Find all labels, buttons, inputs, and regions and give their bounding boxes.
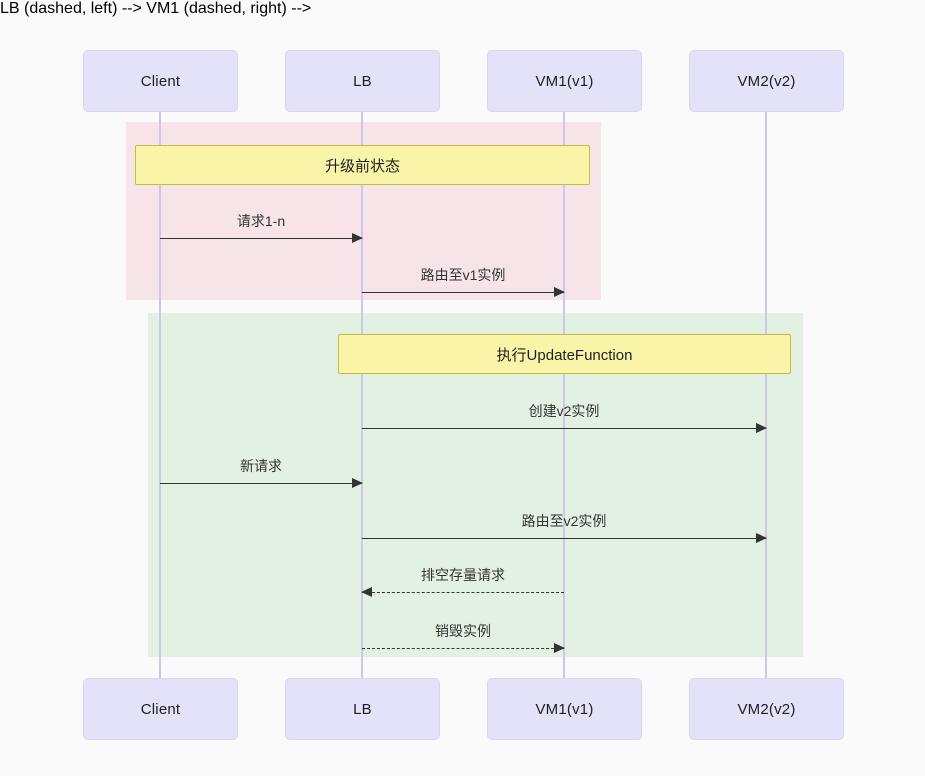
- participant-vm1-bottom[interactable]: VM1(v1): [487, 678, 642, 740]
- participant-lb-top[interactable]: LB: [285, 50, 440, 112]
- arrowhead-right-icon: [554, 643, 565, 653]
- note-before-upgrade: 升级前状态: [135, 145, 590, 185]
- participant-vm2-bottom[interactable]: VM2(v2): [689, 678, 844, 740]
- arrowhead-right-icon: [352, 478, 363, 488]
- arrowhead-right-icon: [352, 233, 363, 243]
- participant-label: LB: [353, 700, 372, 718]
- participant-label: Client: [140, 72, 181, 90]
- lifeline-vm1: [563, 112, 565, 678]
- message-line: [160, 483, 362, 484]
- participant-client-bottom[interactable]: Client: [83, 678, 238, 740]
- message-label: 路由至v1实例: [420, 267, 506, 283]
- lifeline-vm2: [765, 112, 767, 678]
- participant-label: VM2(v2): [737, 700, 796, 718]
- arrowhead-right-icon: [756, 423, 767, 433]
- arrowhead-right-icon: [756, 533, 767, 543]
- message-line: [362, 648, 564, 649]
- message-label: 销毁实例: [435, 623, 491, 639]
- message-line: [362, 428, 766, 429]
- participant-label: VM1(v1): [535, 72, 594, 90]
- message-label: 排空存量请求: [421, 567, 505, 583]
- lifeline-lb: [361, 112, 363, 678]
- participant-vm2-top[interactable]: VM2(v2): [689, 50, 844, 112]
- participant-lb-bottom[interactable]: LB: [285, 678, 440, 740]
- participant-label: VM2(v2): [737, 72, 796, 90]
- lifeline-client: [159, 112, 161, 678]
- message-line: [362, 292, 564, 293]
- participant-vm1-top[interactable]: VM1(v1): [487, 50, 642, 112]
- message-line: [362, 538, 766, 539]
- arrowhead-right-icon: [554, 287, 565, 297]
- note-update-function: 执行UpdateFunction: [338, 334, 791, 374]
- message-label: 创建v2实例: [528, 403, 600, 419]
- message-label: 请求1-n: [236, 213, 286, 229]
- arrowhead-left-icon: [361, 587, 372, 597]
- message-line: [362, 592, 564, 593]
- note-label: 升级前状态: [324, 157, 400, 175]
- participant-label: Client: [140, 700, 181, 718]
- message-label: 路由至v2实例: [521, 513, 607, 529]
- participant-label: LB: [353, 72, 372, 90]
- participant-label: VM1(v1): [535, 700, 594, 718]
- note-label: 执行UpdateFunction: [496, 346, 633, 364]
- message-line: [160, 238, 362, 239]
- message-label: 新请求: [240, 458, 282, 474]
- participant-client-top[interactable]: Client: [83, 50, 238, 112]
